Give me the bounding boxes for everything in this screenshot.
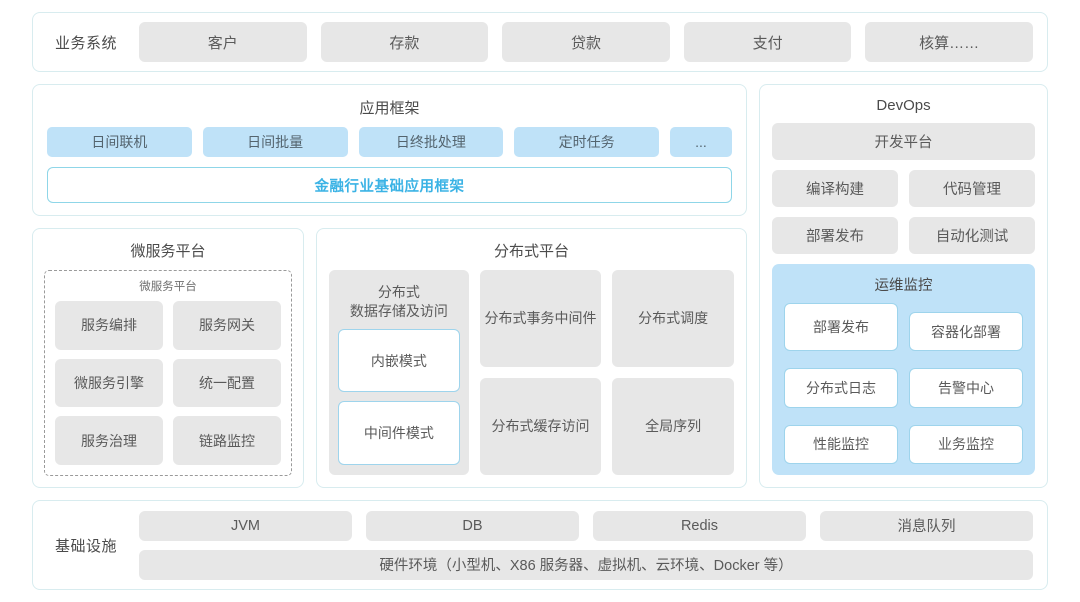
distributed-platform-panel: 分布式平台 分布式 数据存储及访问 内嵌模式 中间件模式 [316, 228, 747, 488]
middle-left-column: 应用框架 日间联机 日间批量 日终批处理 定时任务 ... 金融行业基础应用框架… [32, 84, 747, 488]
dist-item-scheduling[interactable]: 分布式调度 [612, 270, 735, 367]
ms-item-service-governance[interactable]: 服务治理 [55, 416, 163, 465]
business-chip-loan[interactable]: 贷款 [502, 22, 670, 62]
app-chip-scheduled-task[interactable]: 定时任务 [514, 127, 659, 157]
dist-item-transaction-middleware[interactable]: 分布式 事务中间件 [479, 270, 602, 367]
business-chip-accounting[interactable]: 核算…… [865, 22, 1033, 62]
dist-sub-embedded-mode[interactable]: 内嵌模式 [338, 328, 460, 393]
infra-item-hardware-environment[interactable]: 硬件环境（小型机、X86 服务器、虚拟机、云环境、Docker 等） [139, 549, 1033, 580]
devops-item-deploy-release[interactable]: 部署发布 [772, 217, 898, 254]
app-chip-daytime-batch[interactable]: 日间批量 [202, 127, 348, 157]
business-system-chips: 客户 存款 贷款 支付 核算…… [139, 22, 1033, 62]
infrastructure-components: JVM DB Redis 消息队列 [139, 510, 1033, 541]
ms-item-service-orchestration[interactable]: 服务编排 [55, 301, 163, 350]
ops-monitoring-title: 运维监控 [874, 278, 933, 294]
middle-section: 应用框架 日间联机 日间批量 日终批处理 定时任务 ... 金融行业基础应用框架… [32, 84, 1048, 488]
devops-row-build: 编译构建 代码管理 [772, 170, 1035, 207]
devops-item-code-management[interactable]: 代码管理 [909, 170, 1035, 207]
dist-data-storage-title: 分布式 数据存储及访问 [338, 279, 460, 329]
business-chip-payment[interactable]: 支付 [683, 22, 852, 62]
app-framework-title: 应用框架 [359, 100, 420, 117]
app-chip-daytime-online[interactable]: 日间联机 [47, 127, 192, 157]
ops-item-containerized-deploy[interactable]: 容器化部署 [909, 312, 1023, 352]
devops-item-compile-build[interactable]: 编译构建 [772, 170, 898, 207]
microservice-inner-title: 微服务平台 [139, 281, 197, 293]
ops-monitoring-grid: 部署发布 容器化部署 分布式日志 告警中心 性能监控 业务监控 [784, 303, 1023, 464]
dist-cache-line1: 分布式 [491, 418, 534, 435]
devops-title: DevOps [876, 97, 931, 114]
app-framework-panel: 应用框架 日间联机 日间批量 日终批处理 定时任务 ... 金融行业基础应用框架 [32, 84, 747, 216]
infra-item-jvm[interactable]: JVM [139, 510, 352, 541]
business-system-label: 业务系统 [54, 34, 117, 52]
devops-row-deploy: 部署发布 自动化测试 [772, 217, 1035, 254]
app-framework-chips: 日间联机 日间批量 日终批处理 定时任务 ... [47, 127, 732, 157]
microservice-inner-box: 微服务平台 服务编排 服务网关 微服务引擎 统一配置 服务治理 链路监控 [44, 270, 292, 476]
ops-monitoring-box: 运维监控 部署发布 容器化部署 分布式日志 告警中心 性能监控 业务监控 [772, 264, 1035, 475]
dist-column-middle: 分布式 事务中间件 分布式 缓存访问 [479, 270, 602, 475]
ms-item-service-gateway[interactable]: 服务网关 [173, 301, 281, 350]
devops-dev-platform[interactable]: 开发平台 [772, 123, 1035, 160]
dist-cache-line2: 缓存访问 [533, 418, 590, 435]
ms-item-microservice-engine[interactable]: 微服务引擎 [55, 358, 163, 408]
dist-column-data-storage[interactable]: 分布式 数据存储及访问 内嵌模式 中间件模式 [329, 270, 469, 475]
microservice-items-grid: 服务编排 服务网关 微服务引擎 统一配置 服务治理 链路监控 [55, 301, 281, 465]
finance-base-framework-banner: 金融行业基础应用框架 [47, 167, 732, 203]
distributed-platform-body: 分布式 数据存储及访问 内嵌模式 中间件模式 分布式 事务中间件 [329, 270, 735, 475]
infrastructure-row: 基础设施 JVM DB Redis 消息队列 硬件环境（小型机、X86 服务器、… [32, 500, 1048, 590]
dist-sub-middleware-mode[interactable]: 中间件模式 [338, 401, 460, 465]
infrastructure-hardware-row: 硬件环境（小型机、X86 服务器、虚拟机、云环境、Docker 等） [139, 549, 1033, 580]
infra-item-redis[interactable]: Redis [593, 510, 806, 541]
dist-item-global-sequence[interactable]: 全局序列 [612, 378, 735, 475]
microservice-platform-title: 微服务平台 [130, 243, 206, 260]
microservice-platform-panel: 微服务平台 微服务平台 服务编排 服务网关 微服务引擎 统一配置 服务治理 链路… [32, 228, 304, 488]
devops-column: DevOps 开发平台 编译构建 代码管理 部署发布 自动化测试 运维监控 部署… [759, 84, 1048, 488]
infra-item-message-queue[interactable]: 消息队列 [820, 510, 1033, 541]
ms-item-trace-monitoring[interactable]: 链路监控 [173, 416, 281, 465]
business-chip-deposit[interactable]: 存款 [320, 22, 489, 62]
ops-item-alert-center[interactable]: 告警中心 [909, 368, 1023, 408]
infrastructure-label: 基础设施 [54, 537, 117, 555]
business-chip-customer[interactable]: 客户 [139, 22, 307, 62]
distributed-platform-title: 分布式平台 [493, 243, 569, 260]
business-system-row: 业务系统 客户 存款 贷款 支付 核算…… [32, 12, 1048, 72]
dist-column-right: 分布式调度 全局序列 [612, 270, 735, 475]
infrastructure-stack: JVM DB Redis 消息队列 硬件环境（小型机、X86 服务器、虚拟机、云… [139, 510, 1033, 580]
ops-item-performance-monitoring[interactable]: 性能监控 [784, 424, 898, 464]
devops-panel: DevOps 开发平台 编译构建 代码管理 部署发布 自动化测试 运维监控 部署… [759, 84, 1048, 488]
infra-item-db[interactable]: DB [366, 510, 579, 541]
dist-item-cache-access[interactable]: 分布式 缓存访问 [479, 378, 602, 475]
dist-data-storage-title-line2: 数据存储及访问 [349, 302, 448, 319]
dist-data-storage-title-line1: 分布式 [377, 284, 420, 300]
dist-transaction-line2: 事务中间件 [526, 310, 597, 327]
ms-item-unified-config[interactable]: 统一配置 [173, 358, 281, 408]
ops-item-business-monitoring[interactable]: 业务监控 [909, 424, 1023, 464]
platforms-row: 微服务平台 微服务平台 服务编排 服务网关 微服务引擎 统一配置 服务治理 链路… [32, 228, 747, 488]
ops-item-deploy-release[interactable]: 部署发布 [784, 303, 898, 352]
app-chip-eod-batch[interactable]: 日终批处理 [358, 127, 504, 157]
ops-item-distributed-logging[interactable]: 分布式日志 [784, 368, 898, 408]
app-chip-more[interactable]: ... [670, 127, 732, 157]
dist-transaction-line1: 分布式 [484, 310, 527, 327]
devops-item-automated-testing[interactable]: 自动化测试 [909, 217, 1035, 254]
